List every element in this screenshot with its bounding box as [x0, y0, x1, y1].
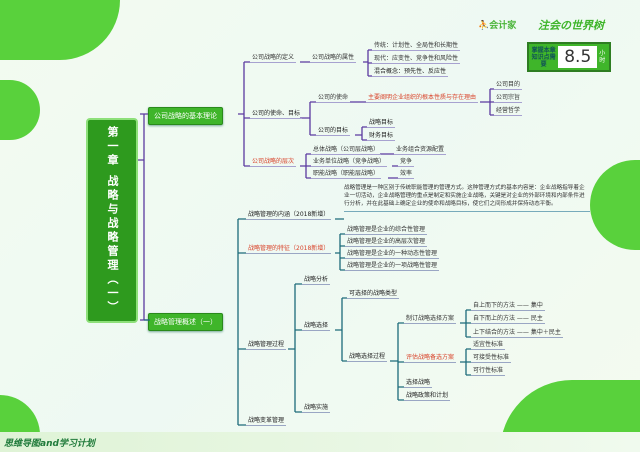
node-feature[interactable]: 战略管理是企业的综合性管理: [345, 226, 428, 235]
node-meaning[interactable]: 战略管理的内涵（2018新增）: [246, 211, 332, 220]
footer-title: 思维导图and学习计划: [4, 439, 95, 449]
chapter-title: 第一章 战略与战略管理（一）: [86, 118, 138, 323]
node-attr-2[interactable]: 现代：应变性、竞争性和风险性: [372, 55, 461, 64]
node-choice[interactable]: 战略选择: [302, 322, 331, 331]
node-level[interactable]: 业务单位战略（竞争战略）: [311, 158, 388, 167]
node-goal-item[interactable]: 财务目标: [367, 132, 396, 141]
node-attr-3[interactable]: 混合概念：预先性、反应性: [372, 68, 449, 77]
node-level-focus[interactable]: 竞争: [398, 158, 415, 167]
node-meaning-desc: 战略管理是一种区别于传统职能管理的管理方式。这种管理方式的基本内容是：企业战略指…: [344, 184, 590, 212]
node-mission-item[interactable]: 经营哲学: [494, 107, 523, 116]
node-feature[interactable]: 战略管理是企业的一项战略性管理: [345, 262, 440, 271]
node-strategy-definition[interactable]: 公司战略的定义: [250, 54, 297, 63]
badge-label: 掌握本章知识点需要: [531, 46, 556, 68]
node-attr-1[interactable]: 传统：计划性、全局性和长期性: [372, 42, 461, 51]
logo-tree: 注会の世界树: [538, 19, 604, 32]
badge-value: 8.5: [558, 46, 598, 68]
section2-node[interactable]: 战略管理概述（一）: [148, 313, 223, 331]
node-feature[interactable]: 战略管理是企业的一种动态性管理: [345, 250, 440, 259]
node-evaluate[interactable]: 评估战略备选方案: [404, 354, 457, 363]
node-select[interactable]: 选择战略: [404, 379, 433, 388]
node-strategy-levels[interactable]: 公司战略的层次: [250, 158, 297, 167]
node-level[interactable]: 职能战略（职能层战略）: [311, 170, 382, 179]
node-level[interactable]: 总体战略（公司层战略）: [311, 146, 382, 155]
node-method[interactable]: 自下而上的方法 —— 民主: [471, 315, 545, 324]
node-criterion[interactable]: 可接受性标准: [471, 354, 512, 363]
node-analysis[interactable]: 战略分析: [302, 276, 331, 285]
node-change[interactable]: 战略变革管理: [246, 417, 287, 426]
node-formulate[interactable]: 制订战略选择方案: [404, 315, 457, 324]
node-process[interactable]: 战略管理过程: [246, 341, 287, 350]
section1-node[interactable]: 公司战略的基本理论: [148, 107, 223, 125]
node-mission-item[interactable]: 公司宗旨: [494, 94, 523, 103]
node-types[interactable]: 可选择的战略类型: [347, 290, 400, 299]
node-mission-goal[interactable]: 公司的使命、目标: [250, 110, 303, 119]
node-method[interactable]: 自上而下的方法 —— 集中: [471, 302, 545, 311]
node-policy[interactable]: 战略政策和计划: [404, 392, 451, 401]
node-mission-desc[interactable]: 主要阐明企业组织的根本性质与存在理由: [366, 94, 479, 103]
node-implementation[interactable]: 战略实施: [302, 404, 331, 413]
node-mission[interactable]: 公司的使命: [316, 94, 351, 103]
node-mission-item[interactable]: 公司目的: [494, 81, 523, 90]
footer-bar: 思维导图and学习计划: [0, 432, 640, 452]
badge-unit: 小时: [599, 50, 606, 64]
node-strategy-attributes[interactable]: 公司战略的属性: [310, 54, 357, 63]
study-time-badge: 掌握本章知识点需要 8.5 小时: [527, 42, 611, 72]
runner-icon: ⛹: [478, 21, 490, 31]
node-criterion[interactable]: 适宜性标准: [471, 341, 506, 350]
node-method[interactable]: 上下结合的方法 —— 集中＋民主: [471, 329, 563, 338]
node-features[interactable]: 战略管理的特征（2018新增）: [246, 245, 332, 254]
node-choice-process[interactable]: 战略选择过程: [347, 353, 388, 362]
logo-kuaijijia: ⛹会计家: [478, 18, 516, 31]
node-goal-item[interactable]: 战略目标: [367, 119, 396, 128]
node-feature[interactable]: 战略管理是企业的高层次管理: [345, 238, 428, 247]
node-level-focus[interactable]: 业务组合资源配置: [394, 146, 447, 155]
node-level-focus[interactable]: 效率: [398, 170, 415, 179]
logo-text: 会计家: [489, 21, 517, 31]
node-criterion[interactable]: 可行性标准: [471, 367, 506, 376]
node-goal[interactable]: 公司的目标: [316, 127, 351, 136]
